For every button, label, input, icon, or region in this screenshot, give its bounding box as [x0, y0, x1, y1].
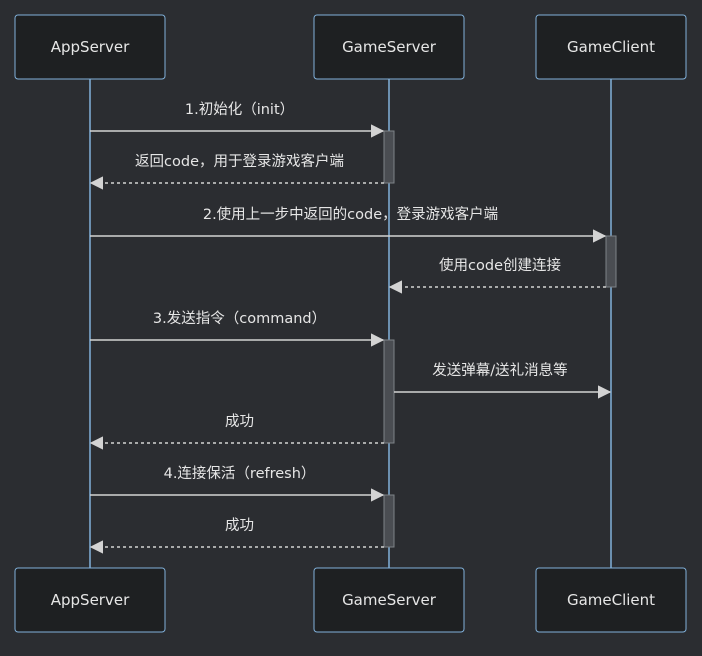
activation-bar	[605, 235, 617, 288]
participant-label: AppServer	[51, 591, 130, 609]
message-label: 返回code，用于登录游戏客户端	[135, 153, 344, 170]
participant-label: GameClient	[567, 38, 655, 56]
message-label: 成功	[225, 413, 254, 430]
activation-bars	[383, 130, 617, 548]
message-label: 3.发送指令（command）	[153, 310, 326, 327]
participant-box-bottom-client: GameClient	[535, 567, 687, 633]
participant-box-top-app: AppServer	[14, 14, 166, 80]
participant-label: GameClient	[567, 591, 655, 609]
participant-box-top-client: GameClient	[535, 14, 687, 80]
message-label: 1.初始化（init）	[185, 101, 294, 118]
messages: 1.初始化（init） 返回code，用于登录游戏客户端 2.使用上一步中返回的co…	[89, 101, 612, 554]
participant-box-top-game: GameServer	[313, 14, 465, 80]
participant-box-bottom-app: AppServer	[14, 567, 166, 633]
message-label: 使用code创建连接	[439, 257, 561, 274]
message-label: 成功	[225, 517, 254, 534]
participant-label: GameServer	[342, 38, 437, 56]
activation-bar	[383, 130, 395, 184]
participant-label: AppServer	[51, 38, 130, 56]
activation-bar	[383, 494, 395, 548]
participant-label: GameServer	[342, 591, 437, 609]
activation-bar	[383, 339, 395, 444]
message-label: 2.使用上一步中返回的code，登录游戏客户端	[203, 206, 498, 223]
message-label: 4.连接保活（refresh）	[164, 465, 316, 482]
message-label: 发送弹幕/送礼消息等	[432, 361, 567, 379]
participant-box-bottom-game: GameServer	[313, 567, 465, 633]
